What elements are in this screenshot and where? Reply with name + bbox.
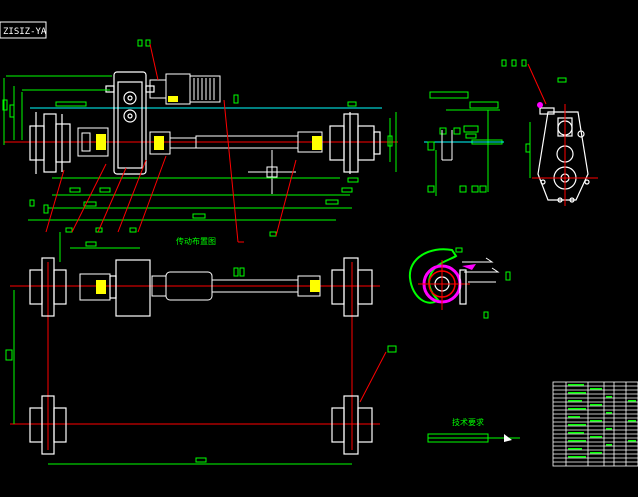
top-view-dimensions xyxy=(2,39,397,237)
wheel-rear-left xyxy=(29,395,67,455)
side-view-housing xyxy=(501,59,598,206)
section-view-middle xyxy=(424,91,504,196)
gearbox-bottom xyxy=(109,259,151,317)
motor-top xyxy=(149,73,221,105)
motor-bottom xyxy=(151,271,321,301)
bottom-view-dimensions xyxy=(5,232,397,465)
right-wheel-top xyxy=(329,112,381,174)
title-block-table xyxy=(552,381,638,467)
gearbox-top xyxy=(105,71,155,175)
wheel-front-right xyxy=(331,257,373,317)
bottom-view-frame xyxy=(5,232,397,465)
label-technical-requirements: 技术要求 xyxy=(452,417,484,427)
left-bearing-top xyxy=(77,127,109,157)
title-box-text: ZISIZ-YA xyxy=(3,27,47,37)
top-view-assembly: 传动布置图 xyxy=(2,39,398,246)
wheel-front-left xyxy=(29,257,67,317)
bearing-front-left xyxy=(79,273,111,301)
label-transmission-layout: 传动布置图 xyxy=(176,236,216,246)
left-wheel-top xyxy=(29,112,71,174)
title-block-fill xyxy=(568,384,636,458)
crosshair-icon xyxy=(248,150,296,194)
top-view-leaders xyxy=(45,43,297,243)
technical-requirements: 技术要求 xyxy=(427,417,520,443)
detail-view-pulley xyxy=(408,247,511,319)
bottom-view-leaders xyxy=(359,351,387,403)
wheel-rear-right xyxy=(331,395,373,455)
drive-shaft-top xyxy=(149,131,323,155)
title-box: ZISIZ-YA xyxy=(0,21,47,39)
